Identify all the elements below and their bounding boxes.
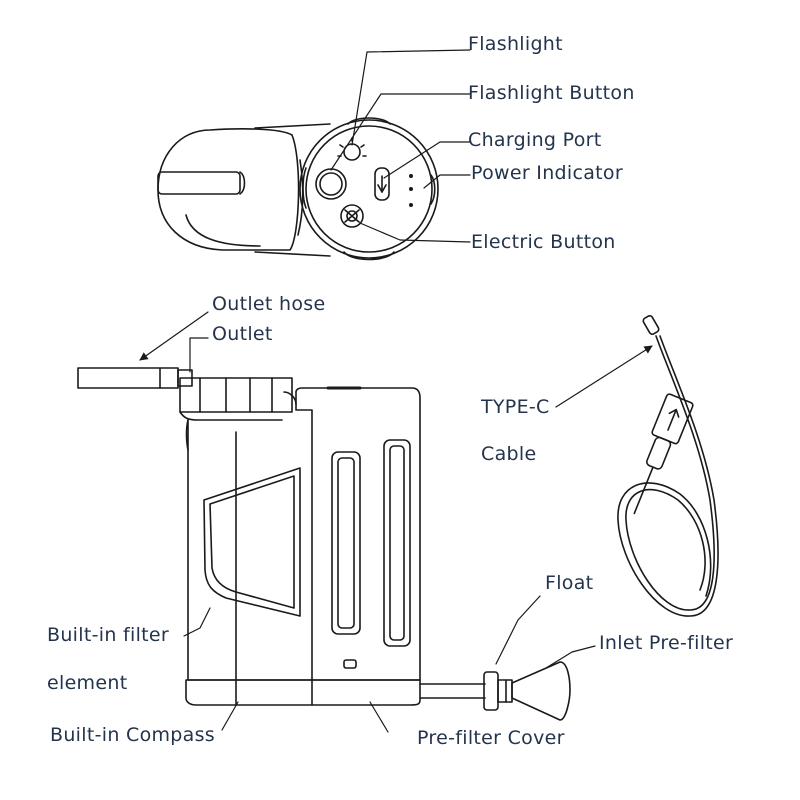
label-cable: Cable: [481, 443, 537, 465]
inlet-prefilter: [511, 661, 571, 721]
label-float: Float: [545, 572, 594, 594]
label-flashlight: Flashlight: [468, 33, 563, 55]
head-top-bump: [347, 117, 391, 125]
label-charging-port: Charging Port: [468, 129, 602, 151]
float: [483, 671, 499, 711]
label-outlet: Outlet: [212, 323, 273, 345]
leader-electric-button: [359, 222, 471, 243]
label-type-c: TYPE-C: [481, 396, 550, 418]
usb-a-plug: [633, 393, 694, 515]
leader-flashlight-button: [330, 93, 471, 171]
top-view: [157, 49, 471, 261]
outlet-hose: [77, 367, 179, 389]
cap-handle-tip: [239, 171, 246, 195]
body-slot-1: [331, 451, 361, 635]
label-power-indicator: Power Indicator: [471, 162, 623, 184]
type-c-plug: [642, 315, 660, 335]
label-flashlight-button: Flashlight Button: [468, 82, 635, 104]
leader-charging-port: [383, 141, 471, 179]
top-body-connector: [254, 123, 331, 257]
leader-power-indicator: [423, 174, 471, 189]
head-bottom-bump: [343, 251, 395, 261]
leader-flashlight: [351, 49, 471, 146]
leader-builtin-compass: [221, 701, 239, 731]
body-base: [185, 679, 421, 706]
body-slot-2: [383, 439, 411, 647]
leader-prefilter-cover: [369, 701, 389, 733]
electric-button-icon: [340, 204, 364, 228]
leader-outlet: [189, 337, 209, 373]
cap-handle: [157, 171, 241, 195]
charging-port-icon: [374, 167, 390, 201]
label-electric-button: Electric Button: [471, 231, 616, 253]
outlet-cap: [179, 377, 293, 413]
leader-builtin-filter: [183, 607, 211, 637]
leader-inlet-prefilter: [545, 645, 596, 669]
leader-float: [495, 595, 541, 665]
label-outlet-hose: Outlet hose: [212, 293, 326, 315]
side-view: [77, 311, 596, 733]
head-inner-ring: [305, 125, 433, 253]
label-prefilter-cover: Pre-filter Cover: [417, 727, 565, 749]
body-right: [295, 387, 421, 681]
head-right-notch: [430, 174, 436, 205]
body-led: [343, 659, 357, 669]
usb-cable: [555, 315, 719, 617]
leader-type-c: [555, 345, 653, 408]
left-cap-outline: [157, 128, 300, 251]
body-grip: [203, 467, 301, 617]
label-builtin-filter: Built-in filter: [47, 624, 169, 646]
head-left-notch: [302, 167, 307, 209]
label-builtin-compass: Built-in Compass: [50, 724, 216, 746]
label-inlet-prefilter: Inlet Pre-filter: [599, 632, 734, 654]
left-cap-rim-2: [297, 159, 304, 236]
head-outer-ring: [299, 119, 439, 259]
power-indicator-dots: [409, 174, 413, 207]
label-element: element: [47, 672, 128, 694]
left-cap-rim: [185, 214, 261, 247]
leader-outlet-hose: [139, 311, 209, 361]
inlet-tube: [419, 683, 486, 699]
